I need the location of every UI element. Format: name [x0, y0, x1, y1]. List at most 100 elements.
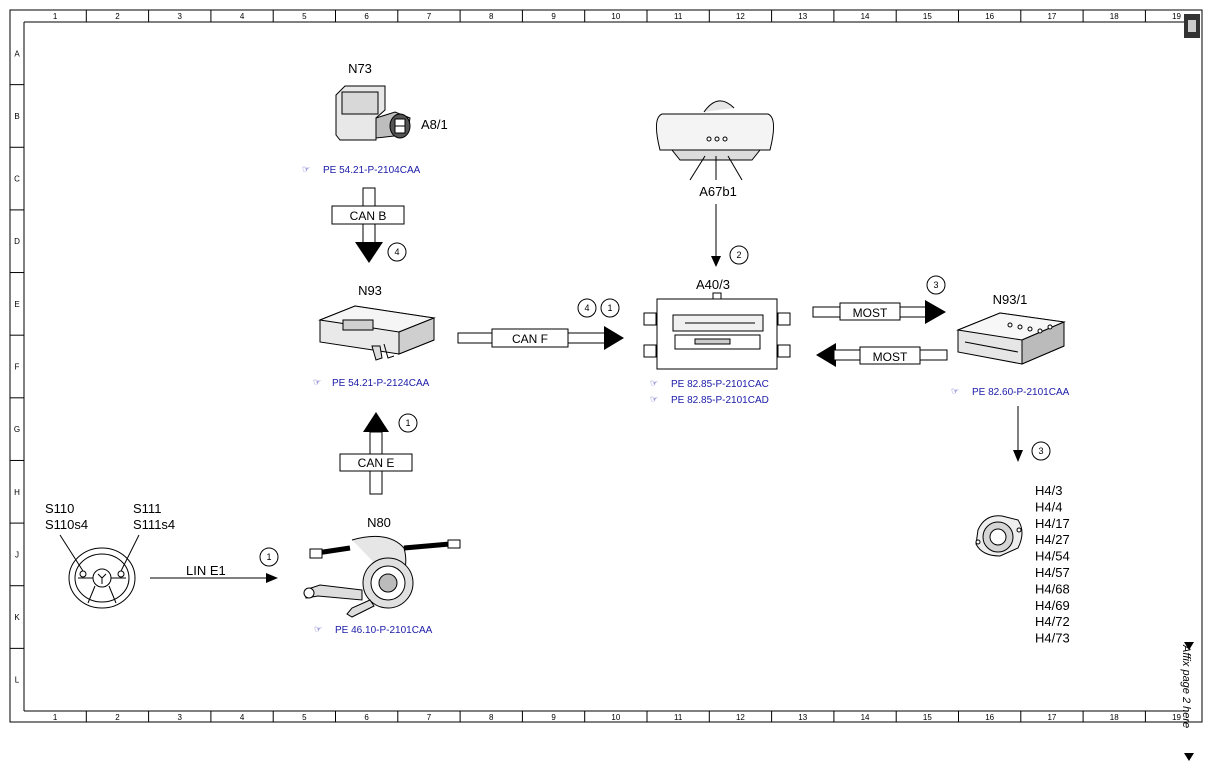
speaker-label: H4/4	[1035, 499, 1062, 514]
affix-arrow-top-icon	[1184, 642, 1194, 650]
n93-module-icon	[318, 305, 436, 361]
speaker-list: H4/3H4/4H4/17H4/27H4/54H4/57H4/68H4/69H4…	[1035, 483, 1070, 646]
marker-most	[926, 275, 946, 295]
speaker-label: H4/54	[1035, 549, 1070, 564]
n93-1-label: N93/1	[993, 292, 1028, 307]
ruler-row-label: D	[14, 237, 20, 246]
speaker-label: H4/73	[1035, 631, 1070, 646]
ruler-col-label: 9	[551, 12, 556, 21]
ruler-col-label: 5	[302, 12, 307, 21]
ruler-col-label: 14	[861, 713, 870, 722]
ruler-col-label: 14	[861, 12, 870, 21]
marker-canf-a-text: 4	[584, 303, 589, 313]
ruler-col-label: 3	[178, 12, 183, 21]
speaker-label: H4/3	[1035, 483, 1062, 498]
a40-ref1-icon: ☞	[650, 378, 658, 388]
ruler-col-label: 7	[427, 713, 432, 722]
ruler-col-label: 11	[674, 12, 683, 21]
ruler-col-label: 6	[364, 12, 369, 21]
ruler-col-label: 16	[985, 713, 994, 722]
marker-lin	[259, 547, 279, 567]
a40-3-head-unit-icon	[643, 292, 791, 370]
ruler-col-label: 16	[985, 12, 994, 21]
n80-ref-icon: ☞	[314, 624, 322, 634]
a40-ref2[interactable]: PE 82.85-P-2101CAD	[671, 395, 769, 406]
marker-spk-text: 3	[1038, 446, 1043, 456]
ruler-row-label: K	[14, 613, 20, 622]
ruler-row-label: B	[14, 112, 19, 121]
ruler-col-label: 5	[302, 713, 307, 722]
n73-ref[interactable]: PE 54.21-P-2104CAA	[323, 165, 421, 176]
ruler-row-label: J	[15, 550, 19, 559]
n93-ref-icon: ☞	[313, 377, 321, 387]
a67b1-label: A67b1	[699, 184, 737, 199]
lin-e1-label: LIN E1	[186, 563, 226, 578]
speaker-label: H4/72	[1035, 614, 1070, 629]
ruler-col-label: 18	[1110, 713, 1119, 722]
most-out-connection: MOST	[812, 300, 946, 324]
speaker-label: H4/68	[1035, 581, 1070, 596]
n73-ref-icon: ☞	[302, 164, 310, 174]
ruler-col-label: 18	[1110, 12, 1119, 21]
ruler-col-label: 10	[611, 713, 620, 722]
frame-outer	[9, 9, 1203, 723]
most-in-label: MOST	[873, 350, 908, 364]
speaker-arrowhead	[1013, 450, 1023, 462]
can-e-label: CAN E	[358, 456, 395, 470]
can-f-label: CAN F	[512, 332, 548, 346]
marker-a67	[729, 245, 749, 265]
n93-1-amplifier-icon	[956, 312, 1066, 365]
a40-ref2-icon: ☞	[650, 394, 658, 404]
speaker-icon	[975, 515, 1023, 557]
n80-ref[interactable]: PE 46.10-P-2101CAA	[335, 625, 433, 636]
n93-1-ref-icon: ☞	[951, 386, 959, 396]
marker-cane	[398, 413, 418, 433]
n80-steering-column-icon	[303, 535, 461, 618]
switch-right1: S111	[133, 501, 161, 516]
ruler-col-label: 2	[115, 713, 120, 722]
n73-sub-label: A8/1	[421, 117, 448, 132]
marker-canf-b	[600, 298, 620, 318]
ruler-row-label: E	[14, 300, 19, 309]
ruler-col-label: 19	[1172, 713, 1181, 722]
marker-lin-text: 1	[266, 552, 271, 562]
ruler-col-label: 8	[489, 713, 494, 722]
marker-canf-a	[577, 298, 597, 318]
marker-canb-text: 4	[394, 247, 399, 257]
marker-spk	[1031, 441, 1051, 461]
ruler-col-label: 17	[1047, 12, 1056, 21]
ruler-col-label: 8	[489, 12, 494, 21]
marker-cane-text: 1	[405, 418, 410, 428]
n93-label: N93	[358, 283, 382, 298]
a67b1-mirror-icon	[656, 100, 774, 181]
n93-ref[interactable]: PE 54.21-P-2124CAA	[332, 378, 430, 389]
marker-canb	[387, 242, 407, 262]
ruler-col-label: 11	[674, 713, 683, 722]
ruler-col-label: 4	[240, 12, 245, 21]
lin-e1-arrowhead	[266, 573, 278, 583]
marker-canf-b-text: 1	[607, 303, 612, 313]
affix-arrow-bottom-icon	[1184, 753, 1194, 761]
speaker-label: H4/27	[1035, 532, 1070, 547]
can-f-connection: CAN F	[457, 326, 624, 350]
can-b-label: CAN B	[350, 209, 387, 223]
ruler-col-label: 13	[798, 713, 807, 722]
speaker-label: H4/69	[1035, 598, 1070, 613]
steering-wheel-icon	[59, 534, 140, 609]
n93-1-ref[interactable]: PE 82.60-P-2101CAA	[972, 387, 1070, 398]
ruler-col-label: 19	[1172, 12, 1181, 21]
n80-label: N80	[367, 515, 391, 530]
affix-instruction: Affix page 2 here	[1180, 645, 1192, 729]
n73-label: N73	[348, 61, 372, 76]
a40-ref1[interactable]: PE 82.85-P-2101CAC	[671, 379, 769, 390]
ruler-row-label: G	[14, 425, 20, 434]
ruler-col-label: 12	[736, 12, 745, 21]
a40-3-label: A40/3	[696, 277, 730, 292]
ruler-col-label: 10	[611, 12, 620, 21]
switch-left2: S110s4	[45, 517, 88, 532]
marker-a67-text: 2	[736, 250, 741, 260]
